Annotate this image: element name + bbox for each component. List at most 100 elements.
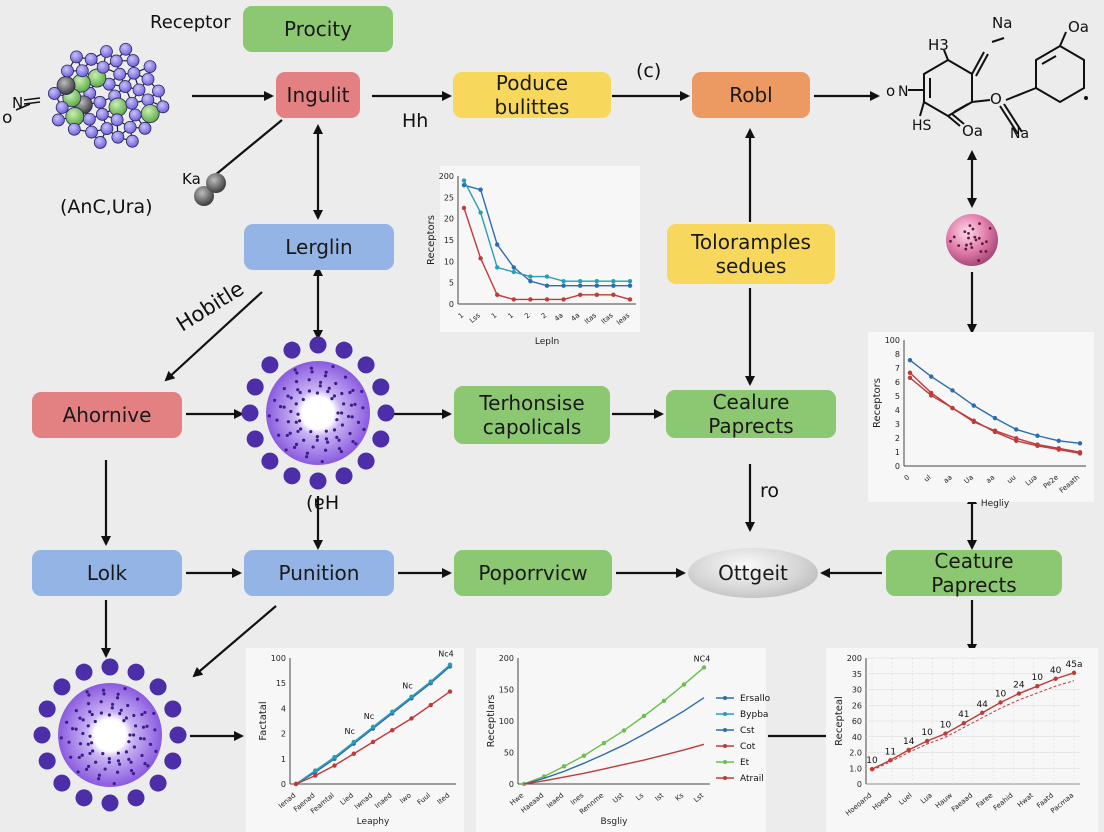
- y-tick-label: 0: [281, 780, 286, 789]
- ring-blob: [377, 404, 395, 422]
- x-tick-label: Itas: [600, 311, 615, 326]
- particle-spot: [988, 226, 992, 230]
- arrow-ingulit-ka: [213, 119, 283, 177]
- ring-hole: [96, 721, 124, 749]
- x-tick-label: Inaed: [373, 791, 393, 810]
- ring-blob: [261, 356, 279, 374]
- ring-dot: [69, 755, 73, 759]
- ring-dot: [284, 448, 288, 452]
- ring-dot: [74, 708, 78, 713]
- series-trend-line: [871, 680, 1075, 771]
- ring-blob: [283, 467, 301, 485]
- ring-blob: [149, 774, 167, 792]
- ring-dot: [334, 381, 338, 386]
- legend-entry: Et: [740, 758, 750, 768]
- ring-dot: [340, 423, 345, 427]
- data-point: [961, 721, 967, 726]
- x-tick-label: Feaath: [1058, 473, 1081, 494]
- label-ka: Ka: [182, 170, 201, 188]
- y-axis-label: Recepteal: [834, 696, 845, 746]
- data-point: [390, 709, 395, 714]
- ring-blob: [372, 430, 390, 448]
- ring-dot: [295, 371, 299, 375]
- data-point: [1056, 447, 1061, 452]
- data-point: [313, 768, 318, 773]
- x-tick-label: Faeaad: [950, 791, 974, 813]
- y-tick-label: 30: [852, 686, 862, 695]
- ring-dot: [88, 710, 92, 714]
- y-tick-label: 25: [444, 193, 454, 202]
- data-point: [943, 731, 948, 736]
- chart-annotation: NC4: [694, 654, 711, 663]
- node-ottgeit: Ottgeit: [688, 548, 818, 598]
- ring-dot: [65, 720, 69, 724]
- ring-dot: [86, 702, 91, 706]
- chemical-structure: [908, 31, 1085, 135]
- ring-blob: [283, 341, 301, 359]
- particle-spot: [980, 242, 984, 246]
- data-label: 24: [1013, 681, 1025, 691]
- ring-dot: [97, 777, 101, 781]
- ring-dot: [273, 398, 277, 402]
- data-point: [611, 278, 616, 284]
- y-tick-label: 1.0: [849, 764, 862, 773]
- ring-blob: [164, 752, 182, 770]
- ring-dot: [335, 418, 339, 422]
- ring-dot: [361, 406, 365, 410]
- ring-dot: [148, 742, 153, 746]
- particle-spot: [984, 249, 988, 253]
- ring-dot: [88, 734, 92, 738]
- y-tick-label: 3: [895, 420, 900, 429]
- chart-annotation: Nc: [364, 712, 374, 721]
- ring-dot: [286, 420, 291, 424]
- cluster-atom: [75, 64, 89, 78]
- node-ceature-paprects: Ceature Paprects: [886, 549, 1062, 597]
- ring-dot: [277, 433, 281, 437]
- particle-spot: [965, 243, 968, 247]
- data-point: [1014, 438, 1019, 443]
- data-point: [1035, 683, 1040, 689]
- series-line: [523, 697, 705, 785]
- y-tick-label: 4: [281, 704, 286, 713]
- ring-blob: [38, 700, 56, 718]
- data-point: [929, 374, 934, 379]
- ring-dot: [293, 445, 297, 449]
- data-point: [428, 679, 433, 684]
- ring-blob: [169, 726, 187, 744]
- cluster-atom: [111, 130, 125, 144]
- ring-dot: [315, 434, 319, 439]
- x-axis-label: Leaphy: [357, 817, 390, 827]
- ring-dot: [336, 411, 340, 415]
- ring-dot: [86, 764, 91, 768]
- ring-dot: [350, 415, 354, 419]
- ring-dot: [309, 430, 313, 434]
- particle-spot: [985, 240, 988, 244]
- cluster-atom: [95, 107, 109, 121]
- ring-dot: [302, 438, 306, 442]
- arrow-hobitle-ahornive: [164, 291, 263, 382]
- mol-label-n: N: [898, 84, 909, 100]
- ring-dot: [339, 411, 344, 415]
- cluster-atom: [118, 80, 132, 93]
- arrow-punition-ring: [192, 605, 277, 678]
- ring-dot: [88, 751, 92, 756]
- ring-dot: [299, 427, 303, 431]
- ring-dot: [129, 769, 134, 773]
- ring-dot: [327, 386, 331, 390]
- ring-blob: [309, 336, 327, 354]
- ring-dot: [267, 414, 271, 418]
- data-point: [907, 375, 913, 380]
- y-tick-label: 150: [499, 686, 514, 695]
- particle-spot: [967, 231, 970, 235]
- data-point: [528, 297, 533, 302]
- particle-spot: [978, 222, 981, 226]
- data-point: [511, 269, 516, 275]
- cluster-atom: [109, 54, 123, 68]
- node-cealure-paprects: Cealure Paprects: [666, 390, 836, 438]
- data-point: [578, 278, 583, 284]
- y-tick-label: 60: [852, 717, 862, 726]
- ring-dot: [70, 726, 75, 731]
- legend-entry: Ersallo: [740, 694, 771, 704]
- ring-dot: [310, 370, 314, 374]
